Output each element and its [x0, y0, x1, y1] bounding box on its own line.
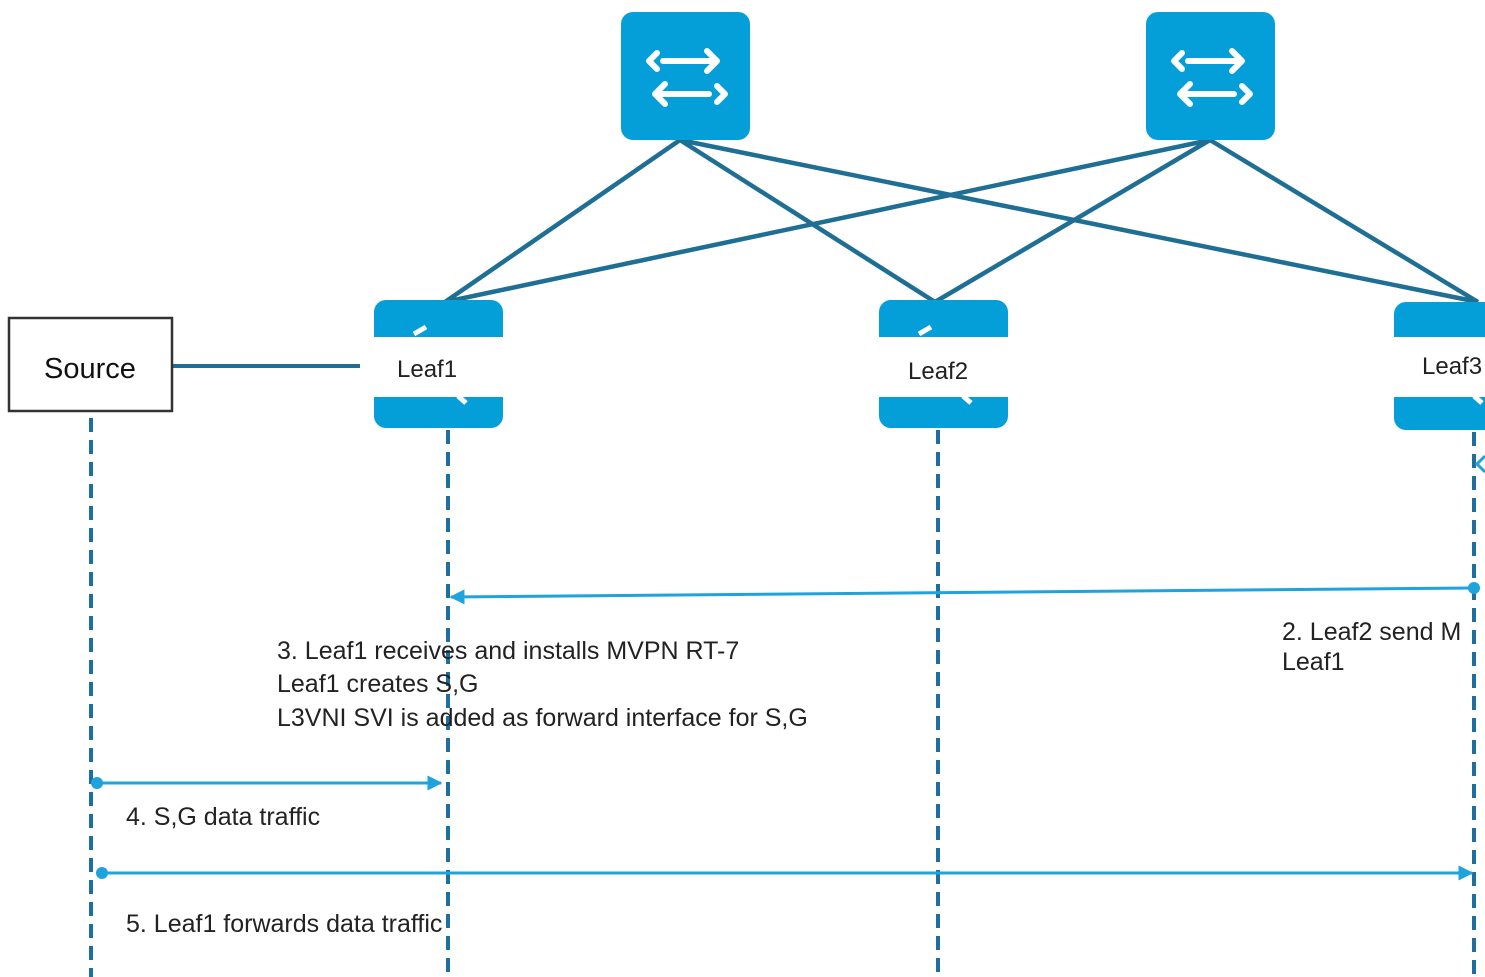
leaf3-arrow-stub-bottom: [1472, 394, 1484, 405]
leaf3-router: Leaf3: [1394, 302, 1485, 430]
switch-icon: [1171, 48, 1253, 107]
leaf1-arrow-stub-bottom: [456, 394, 468, 405]
link-spine1-leaf3: [679, 137, 1479, 305]
lifelines: [89, 418, 1476, 977]
message-3-line-3: L3VNI SVI is added as forward interface …: [277, 704, 808, 732]
switch-icon: [646, 48, 728, 107]
leaf1-arrow-stub-top: [412, 324, 428, 337]
source-node: Source: [7, 316, 174, 413]
link-spine1-leaf1: [443, 138, 682, 304]
message-5: 5. Leaf1 forwards data traffic: [96, 865, 1474, 938]
message-2-line-1: 2. Leaf2 send M: [1282, 618, 1461, 646]
link-spine1-leaf2: [678, 138, 937, 304]
fabric-links: [443, 137, 1480, 305]
message-5-label: 5. Leaf1 forwards data traffic: [126, 910, 442, 938]
message-2-label: 2. Leaf2 send M Leaf1: [1282, 618, 1468, 676]
message-4: 4. S,G data traffic: [91, 775, 443, 831]
message-3: 3. Leaf1 receives and installs MVPN RT-7…: [277, 637, 808, 732]
spine-switch-1: [621, 12, 750, 140]
message-2-arrow: [449, 586, 1475, 605]
link-spine2-leaf2: [933, 138, 1212, 304]
link-spine2-leaf1: [444, 137, 1211, 305]
message-3-line-2: Leaf1 creates S,G: [277, 670, 479, 698]
leaf1-router: Leaf1: [374, 300, 503, 428]
leaf2-label: Leaf2: [908, 358, 968, 385]
leaf2-arrow-stub-bottom: [961, 394, 973, 405]
message-3-line-1: 3. Leaf1 receives and installs MVPN RT-7: [277, 637, 739, 665]
spine-switch-1-body: [621, 12, 750, 140]
leaf3-label: Leaf3: [1422, 353, 1482, 380]
spine-switch-2-body: [1146, 12, 1275, 140]
source-label: Source: [44, 353, 136, 385]
leaf2-label-band: [879, 337, 1008, 397]
link-spine2-leaf3: [1208, 138, 1480, 304]
leaf1-label: Leaf1: [397, 356, 457, 383]
source-box: [7, 316, 174, 413]
message-3-label: 3. Leaf1 receives and installs MVPN RT-7…: [277, 637, 808, 732]
message-4-label: 4. S,G data traffic: [126, 803, 320, 831]
leaf2-arrow-stub-top: [917, 324, 933, 337]
spine-switch-2: [1146, 12, 1275, 140]
leaf3-label-band: [1394, 337, 1485, 397]
leaf2-router: Leaf2: [879, 300, 1008, 428]
leaf1-label-band: [374, 337, 503, 397]
message-2: 2. Leaf2 send M Leaf1: [449, 582, 1480, 676]
leaf3-lifeline-arrow-tip: [1474, 454, 1485, 474]
message-2-line-2: Leaf1: [1282, 648, 1345, 676]
